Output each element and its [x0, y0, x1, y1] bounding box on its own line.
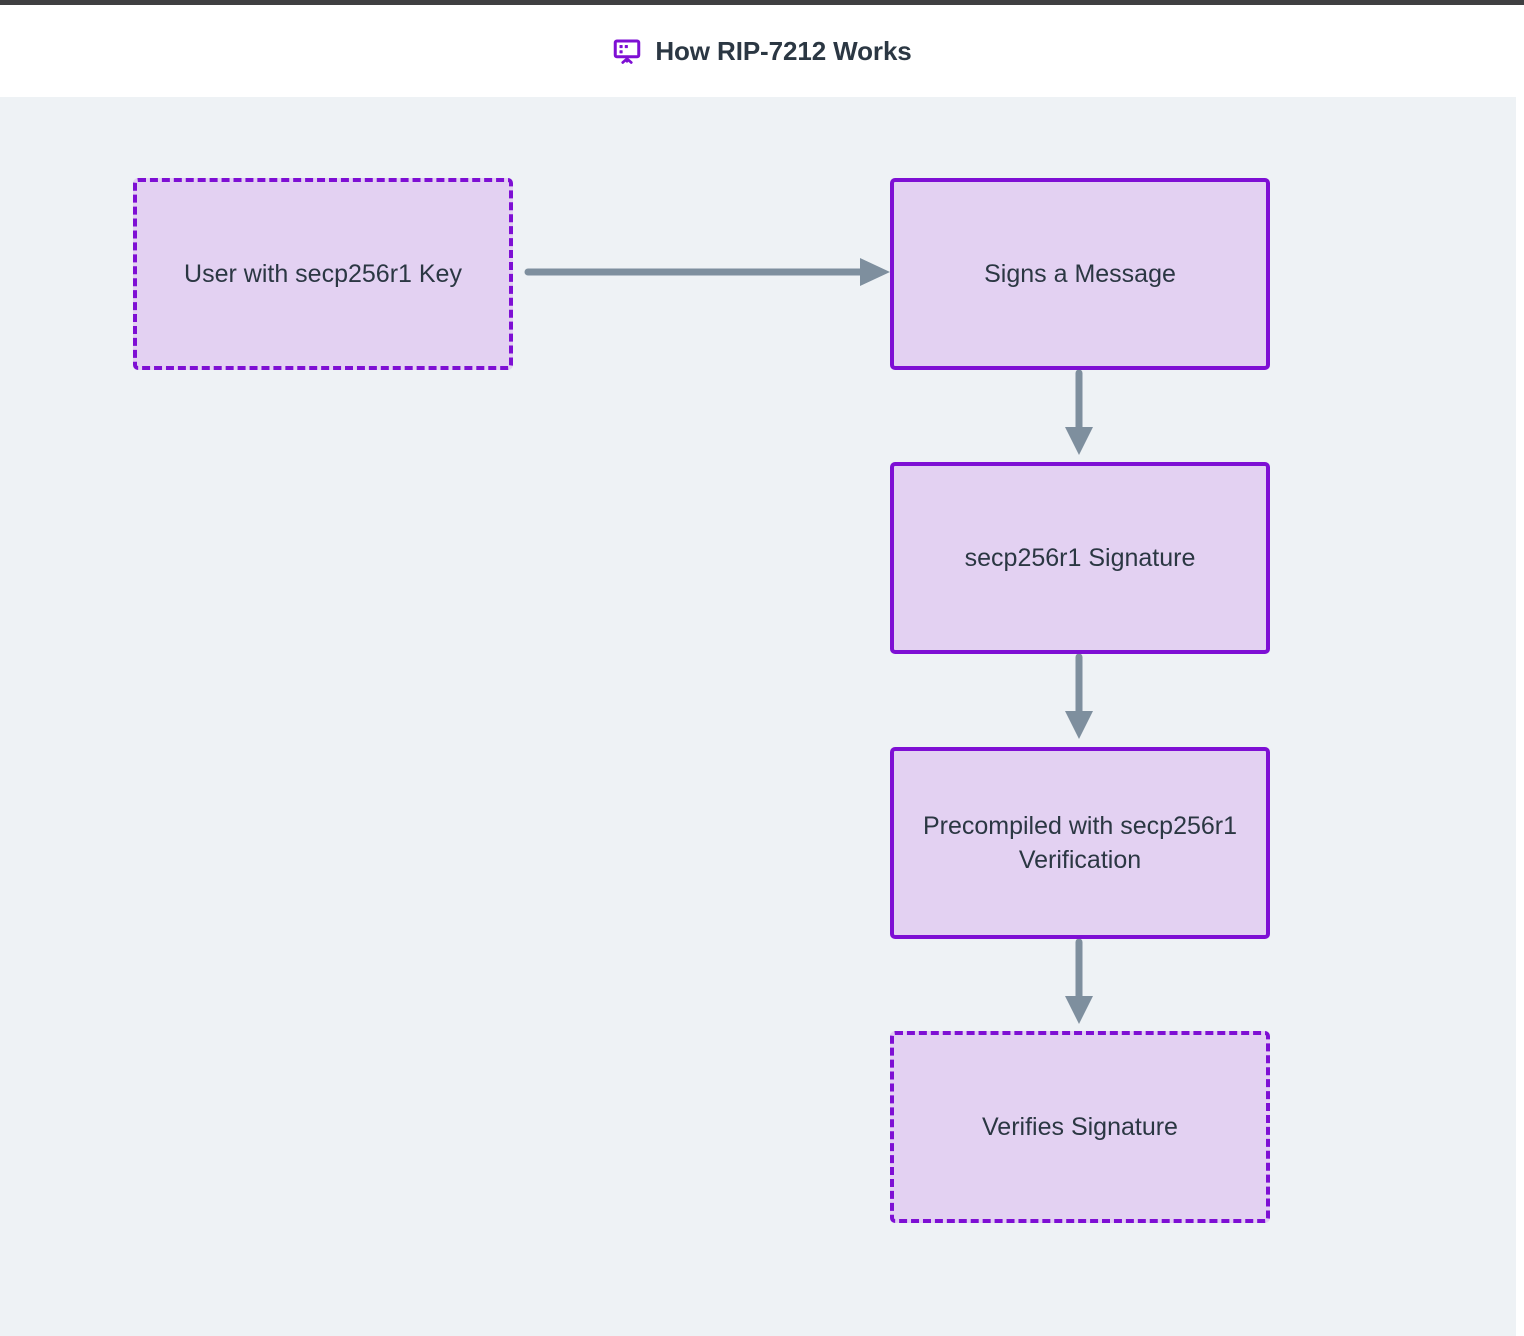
node-signs-a-message[interactable]: Signs a Message: [890, 178, 1270, 370]
diagram-canvas: User with secp256r1 Key Signs a Message …: [0, 97, 1516, 1336]
node-verifies-signature[interactable]: Verifies Signature: [890, 1031, 1270, 1223]
canvas-right-margin: [1516, 97, 1524, 1336]
top-accent-bar: [0, 0, 1524, 5]
edge-signature-to-precompiled: [1065, 653, 1093, 739]
edge-precompiled-to-verifies: [1065, 938, 1093, 1024]
node-label: Signs a Message: [984, 259, 1176, 288]
node-label: secp256r1 Signature: [964, 543, 1196, 572]
page-title: How RIP-7212 Works: [655, 35, 912, 66]
node-label: Precompiled with secp256r1 Verification: [922, 811, 1238, 875]
page-header: How RIP-7212 Works: [0, 5, 1524, 97]
node-user-with-key[interactable]: User with secp256r1 Key: [133, 178, 513, 370]
node-precompiled-verification[interactable]: Precompiled with secp256r1 Verification: [890, 747, 1270, 939]
presentation-board-icon: [612, 37, 642, 67]
node-label: Verifies Signature: [982, 1112, 1178, 1141]
node-label: User with secp256r1 Key: [184, 259, 462, 288]
edge-user-to-signs: [524, 258, 890, 286]
node-secp256r1-signature[interactable]: secp256r1 Signature: [890, 462, 1270, 654]
edge-signs-to-signature: [1065, 369, 1093, 455]
